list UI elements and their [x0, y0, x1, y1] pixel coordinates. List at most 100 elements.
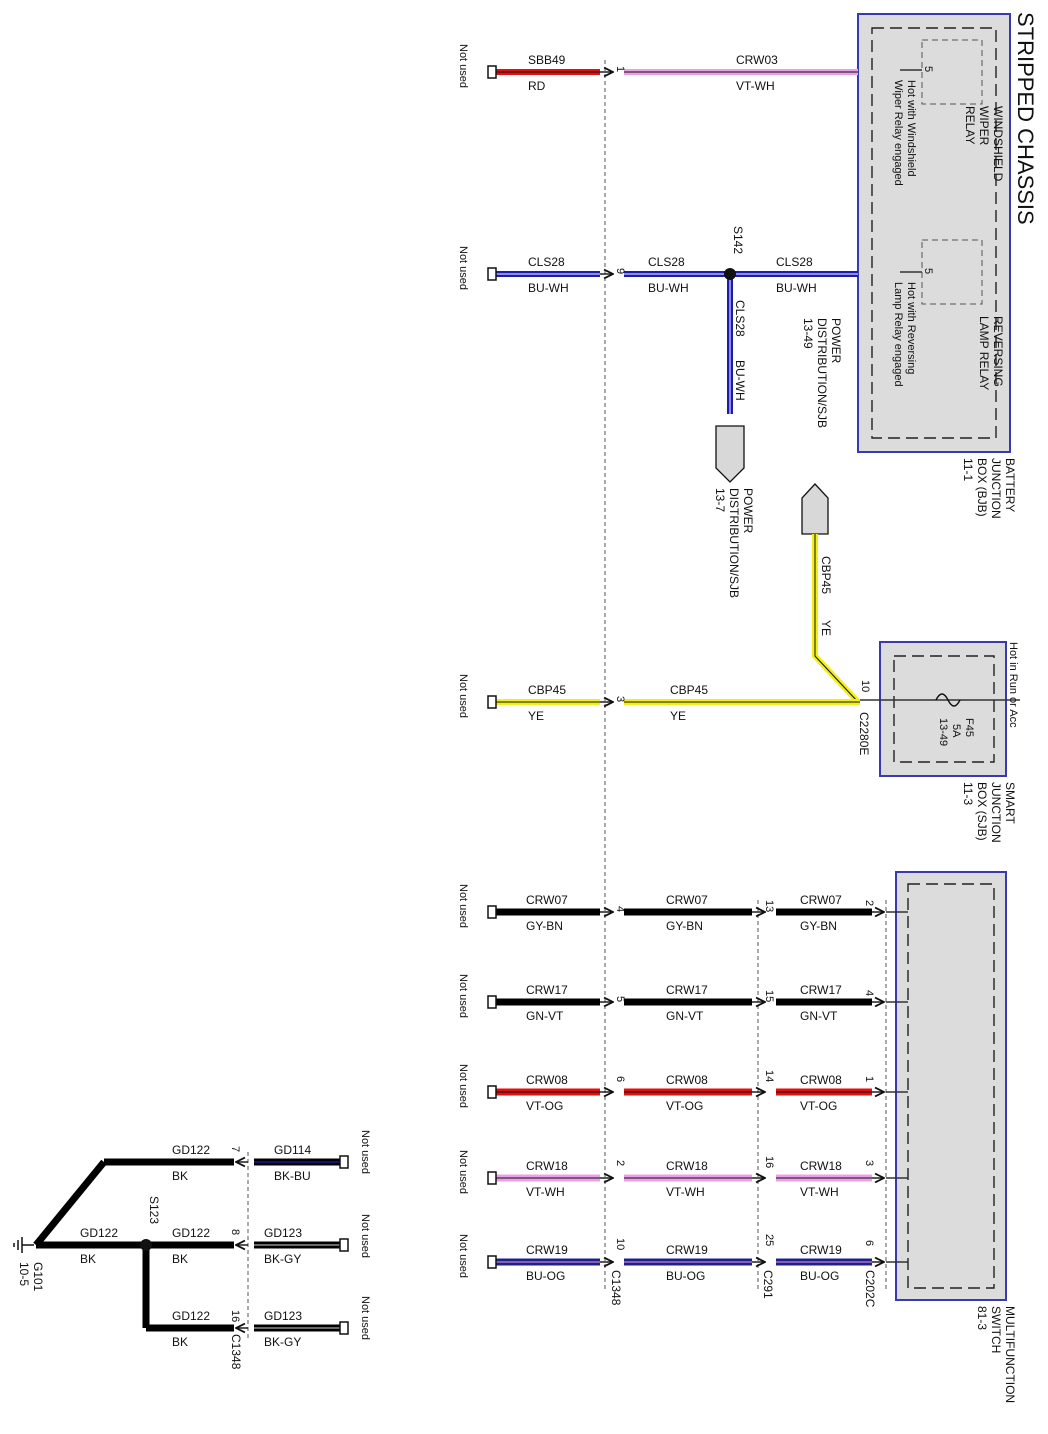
g3-pin: 16 [229, 1310, 241, 1322]
r2-right-color: BU-WH [776, 281, 817, 295]
r4-mid-color: GY-BN [666, 919, 703, 933]
wire-row-3: CBP45 YE 3 CBP45 YE CBP45 YE 10 C2280E [494, 483, 871, 755]
not-used-label-7: Not used [457, 1150, 469, 1194]
ground-icon [13, 1237, 34, 1253]
ground-ref: 10-5 [17, 1262, 31, 1286]
wire-row-2: CLS28 BU-WH 9 CLS28 BU-WH CLS28 BU-WH S1… [494, 226, 858, 598]
fuse-label-2: 5A [950, 724, 962, 738]
r2-right-circuit: CLS28 [776, 255, 813, 269]
sjb-hot-note: Hot in Run or Acc [1007, 642, 1019, 728]
wire-row-8: CRW19 BU-OG 10 CRW19 BU-OG 25 CRW19 BU-O… [494, 1234, 908, 1283]
r1-pin: 1 [614, 66, 626, 72]
sjb-label-3: BOX (SJB) [975, 782, 989, 841]
g3-far-color: BK [172, 1335, 188, 1349]
wire-row-7: CRW18 VT-WH 2 CRW18 VT-WH 16 CRW18 VT-WH… [494, 1156, 908, 1199]
power-dist-lower-3: 13-7 [713, 488, 727, 512]
diagram-title: STRIPPED CHASSIS [1013, 12, 1038, 225]
sjb-label-4: 11-3 [961, 782, 975, 805]
not-used-label-3: Not used [457, 674, 469, 718]
fuse-label-1: F45 [963, 718, 975, 737]
bjb-label-3: BOX (BJB) [975, 458, 989, 517]
r7-pin-c291: 16 [763, 1156, 775, 1168]
r8-pin-c291: 25 [763, 1234, 775, 1246]
r3-mid-circuit: CBP45 [670, 683, 708, 697]
r2-branch-color: BU-WH [733, 360, 747, 401]
splice-s142-label: S142 [731, 226, 745, 254]
r2-left-color: BU-WH [528, 281, 569, 295]
r4-mid-circuit: CRW07 [666, 893, 708, 907]
g1-far-color: BK [172, 1169, 188, 1183]
r2-mid-circuit: CLS28 [648, 255, 685, 269]
connector-c1348-ground-label: C1348 [229, 1334, 243, 1370]
r1-mid-color: VT-WH [736, 79, 775, 93]
r7-right-color: VT-WH [800, 1185, 839, 1199]
r5-pin-c202c: 4 [863, 990, 875, 996]
r5-right-circuit: CRW17 [800, 983, 842, 997]
r4-right-circuit: CRW07 [800, 893, 842, 907]
g2-far-circuit: GD122 [172, 1226, 210, 1240]
g1-near-color: BK-BU [274, 1169, 311, 1183]
wiper-hot-note-1: Hot with Windshield [905, 80, 917, 177]
r4-pin-c1348: 4 [614, 906, 626, 912]
r1-mid-circuit: CRW03 [736, 53, 778, 67]
not-used-label-5: Not used [457, 974, 469, 1018]
r2-branch-circuit: CLS28 [733, 300, 747, 337]
r3-pin: 3 [614, 696, 626, 702]
splice-s123-label: S123 [147, 1196, 161, 1224]
reversing-hot-note-2: Lamp Relay engaged [892, 282, 904, 387]
wire-row-5: CRW17 GN-VT 5 CRW17 GN-VT 15 CRW17 GN-VT… [494, 983, 908, 1023]
r8-mid-color: BU-OG [666, 1269, 705, 1283]
r7-pin-c202c: 3 [863, 1160, 875, 1166]
r7-mid-circuit: CRW18 [666, 1159, 708, 1173]
power-dist-lower-1: POWER [741, 488, 755, 534]
not-used-label-1: Not used [457, 44, 469, 88]
r4-left-color: GY-BN [526, 919, 563, 933]
r3-mid-color: YE [670, 709, 686, 723]
not-used-label-4: Not used [457, 884, 469, 928]
connector-c2280e-label: C2280E [857, 712, 871, 755]
r8-pin-c1348: 10 [614, 1238, 626, 1250]
reversing-relay-name-1: REVERSING [991, 316, 1005, 387]
r8-left-color: BU-OG [526, 1269, 565, 1283]
bjb-label-1: BATTERY [1003, 458, 1017, 512]
g3-near-circuit: GD123 [264, 1309, 302, 1323]
smart-junction-box: F45 5A 13-49 [860, 641, 1020, 777]
sjb-label: SMART JUNCTION BOX (SJB) 11-3 [961, 782, 1017, 843]
r6-mid-circuit: CRW08 [666, 1073, 708, 1087]
g1-near-circuit: GD114 [274, 1143, 311, 1157]
sjb-pin: 10 [859, 680, 871, 692]
connector-c202c-label: C202C [863, 1270, 877, 1308]
r8-right-circuit: CRW19 [800, 1243, 842, 1257]
r7-mid-color: VT-WH [666, 1185, 705, 1199]
r5-left-color: GN-VT [526, 1009, 564, 1023]
bjb-label-2: JUNCTION [989, 458, 1003, 519]
fuse-label-3: 13-49 [937, 718, 949, 746]
power-dist-lower-2: DISTRIBUTION/SJB [727, 488, 741, 598]
wire-row-4: CRW07 GY-BN 4 CRW07 GY-BN 13 CRW07 GY-BN… [494, 893, 908, 933]
r1-left-color: RD [528, 79, 546, 93]
r7-left-circuit: CRW18 [526, 1159, 568, 1173]
not-used-label-6: Not used [457, 1064, 469, 1108]
sjb-label-2: JUNCTION [989, 782, 1003, 843]
ground-name: G101 [31, 1262, 45, 1292]
r6-pin-c202c: 1 [863, 1076, 875, 1082]
ground-circuits: GD122 BK GD114 BK-BU 7 GD122 BK GD122 BK… [13, 1130, 371, 1370]
r8-pin-c202c: 6 [863, 1240, 875, 1246]
power-dist-upper-2: DISTRIBUTION/SJB [815, 318, 829, 428]
not-used-terminals: Not used Not used Not used Not used Not … [457, 44, 497, 1278]
ground-not-used-2: Not used [359, 1214, 371, 1258]
r7-left-color: VT-WH [526, 1185, 565, 1199]
wiper-relay-name-2: WIPER [977, 106, 991, 146]
wiper-relay-name-3: RELAY [963, 106, 977, 144]
r4-left-circuit: CRW07 [526, 893, 568, 907]
g2-pin: 8 [229, 1229, 241, 1235]
g2-near-circuit: GD123 [264, 1226, 302, 1240]
r3-up-color: YE [819, 620, 833, 636]
r1-left-circuit: SBB49 [528, 53, 566, 67]
r5-pin-c291: 15 [763, 990, 775, 1002]
not-used-label-2: Not used [457, 246, 469, 290]
g1-pin: 7 [229, 1146, 241, 1152]
r4-pin-c291: 13 [763, 900, 775, 912]
r7-pin-c1348: 2 [614, 1160, 626, 1166]
r8-right-color: BU-OG [800, 1269, 839, 1283]
